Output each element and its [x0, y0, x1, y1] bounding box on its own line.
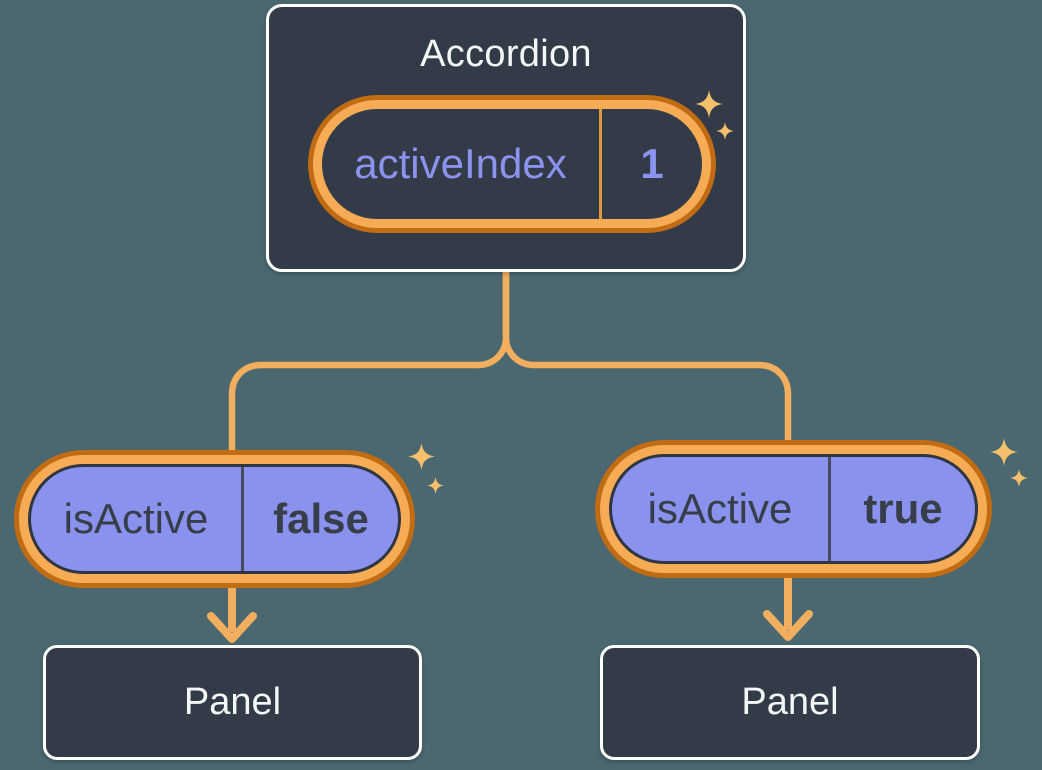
- prop-pill-divider: [828, 457, 831, 561]
- state-pill-name-cell: activeIndex: [322, 109, 599, 219]
- arrow-down-left-head: [207, 612, 257, 643]
- branch-line-right: [502, 268, 792, 450]
- prop-pill-isactive-true: isActive true: [600, 445, 987, 573]
- prop-value-cell: true: [831, 457, 975, 561]
- panel-title: Panel: [741, 681, 839, 723]
- prop-name-label: isActive: [63, 495, 209, 542]
- sparkle-icon: [716, 122, 734, 140]
- prop-name-cell: isActive: [31, 467, 241, 571]
- sparkle-icon: [427, 477, 444, 494]
- prop-name-cell: isActive: [612, 457, 828, 561]
- state-name-label: activeIndex: [354, 140, 567, 187]
- branch-line-left: [228, 268, 510, 460]
- sparkle-icon: [695, 90, 723, 118]
- arrow-down-right-head: [763, 610, 813, 641]
- sparkle-icon: [408, 443, 435, 470]
- prop-pill-isactive-false: isActive false: [19, 455, 410, 583]
- state-value-label: 1: [640, 140, 664, 187]
- prop-value-cell: false: [244, 467, 398, 571]
- prop-value-label: true: [863, 485, 943, 532]
- accordion-title: Accordion: [420, 33, 592, 75]
- sparkle-icon: [1010, 469, 1028, 487]
- state-pill: activeIndex 1: [313, 100, 711, 228]
- panel-card-left: Panel: [43, 645, 422, 760]
- accordion-card: Accordion activeIndex 1: [266, 4, 746, 272]
- prop-pill-inner: isActive true: [609, 454, 978, 564]
- panel-title: Panel: [183, 681, 282, 723]
- sparkle-icon: [990, 438, 1018, 466]
- prop-pill-divider: [241, 467, 244, 571]
- prop-pill-inner: isActive false: [28, 464, 401, 574]
- state-pill-divider: [599, 109, 602, 219]
- state-pill-value-cell: 1: [602, 109, 702, 219]
- panel-card-right: Panel: [600, 645, 980, 760]
- prop-name-label: isActive: [647, 485, 793, 532]
- prop-value-label: false: [273, 495, 369, 542]
